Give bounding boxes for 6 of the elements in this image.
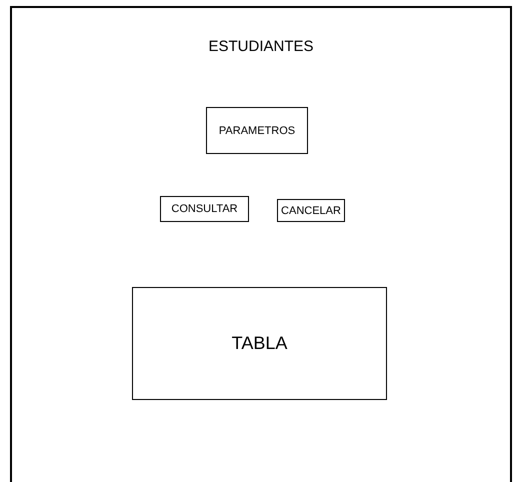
action-button: CANCELAR — [277, 199, 345, 222]
results-table: TABLA — [132, 287, 387, 400]
action-button: CONSULTAR — [160, 196, 249, 222]
screen-frame — [10, 6, 512, 482]
screen-title: ESTUDIANTES — [208, 38, 314, 55]
parameters-panel: PARAMETROS — [206, 107, 308, 154]
